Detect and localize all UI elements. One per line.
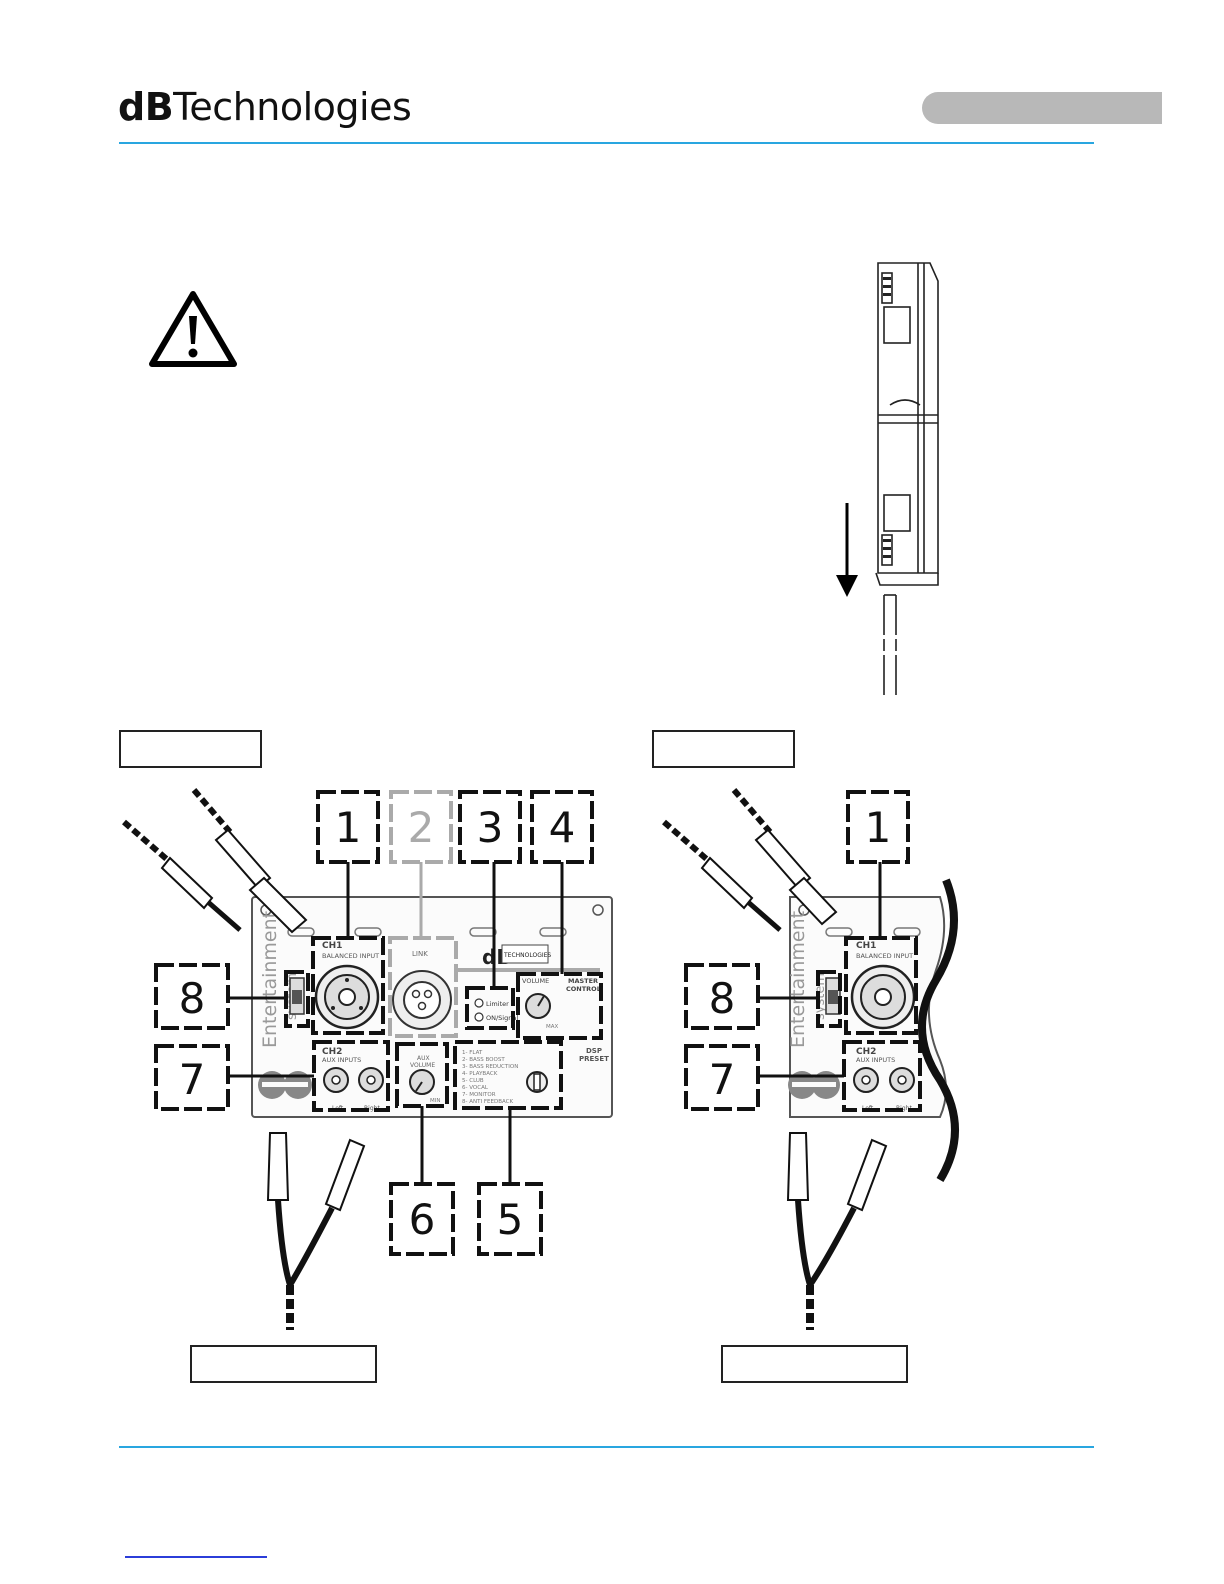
callout-box-2 (389, 790, 453, 864)
preset-8: 8- ANTI FEEDBACK (462, 1099, 513, 1105)
jack-plug-cable-icon (122, 819, 242, 932)
aux-right-rca-jack[interactable] (889, 1067, 915, 1093)
logo-brand: dB (118, 85, 174, 129)
jack-plug-cable-icon (662, 819, 782, 932)
callout-number-1: 1 (865, 803, 892, 852)
panel-a-cable-label-box (190, 1345, 377, 1383)
volume-label: VOLUME (522, 977, 549, 985)
xlr-plug-cable-icon (731, 788, 838, 926)
y-rca-cable-icon (266, 1132, 366, 1330)
column-speaker-illustration (836, 262, 939, 695)
ch1-title: CH1 (856, 941, 876, 951)
preset-1: 1- FLAT (462, 1050, 483, 1056)
callout-number-8: 8 (179, 974, 206, 1023)
side-brand-text: Entertainment (259, 911, 281, 1048)
preset-3: 3- BASS REDUCTION (462, 1064, 518, 1070)
y-rca-cable-icon (786, 1132, 888, 1330)
cut-line (917, 878, 959, 1183)
panel-b-cable-label-box (721, 1345, 908, 1383)
control-label: CONTROL (566, 985, 601, 993)
footer-rule (119, 1446, 1094, 1448)
dsp-label: DSP (586, 1047, 602, 1055)
control-panel-diagram-partial: Entertainment system CH1 BALANCED INPUT … (662, 788, 959, 1330)
callout-number-6: 6 (409, 1195, 436, 1244)
callout-number-3: 3 (477, 803, 504, 852)
aux-left-rca-jack[interactable] (853, 1067, 879, 1093)
logo-word: Technologies (173, 85, 412, 129)
min-label: MIN (430, 1098, 440, 1104)
callout-number-2: 2 (408, 803, 435, 852)
callout-number-5: 5 (497, 1195, 524, 1244)
preset-label: PRESET (579, 1055, 609, 1063)
xlr-plug-cable-icon (191, 788, 308, 934)
signal-led-icon (474, 1012, 484, 1022)
arrow-down-icon (836, 503, 858, 597)
preset-2: 2- BASS BOOST (462, 1057, 505, 1063)
header-tab-pill (922, 92, 1162, 124)
callout-number-1: 1 (335, 803, 362, 852)
aux-right-label: Right (896, 1105, 912, 1112)
ch2-title: CH2 (856, 1047, 876, 1057)
ch1-sub: BALANCED INPUT (856, 952, 913, 960)
callout-number-8: 8 (709, 974, 736, 1023)
max-label: MAX (546, 1024, 559, 1030)
aux-label: AUX (417, 1055, 430, 1062)
side-brand-text: Entertainment (787, 911, 809, 1048)
on-signal-label: ON/Signal (486, 1014, 518, 1022)
aux-volume-knob[interactable] (409, 1069, 435, 1095)
preset-7: 7- MONITOR (462, 1092, 496, 1098)
callout-box-1 (846, 790, 910, 864)
ch1-combo-jack[interactable] (314, 964, 380, 1030)
footer-link-underline[interactable] (125, 1556, 267, 1558)
warning-triangle-icon (149, 291, 237, 367)
es-logo-icon (258, 1071, 312, 1099)
ch2-sub: AUX INPUTS (856, 1056, 895, 1064)
control-panel-diagram-full: Entertainment system CH1 BALANCED INPUT … (122, 788, 613, 1330)
ch1-combo-jack[interactable] (850, 964, 916, 1030)
limiter-led-icon (474, 998, 484, 1008)
callout-number-7: 7 (179, 1055, 206, 1104)
callout-box-1 (316, 790, 380, 864)
dsp-preset-rotary[interactable] (526, 1071, 548, 1093)
panel-brand-sub: TECHNOLOGIES (503, 952, 551, 959)
master-volume-knob[interactable] (525, 993, 551, 1019)
callout-number-4: 4 (549, 803, 576, 852)
ch2-sub: AUX INPUTS (322, 1056, 361, 1064)
aux-volume-label: VOLUME (410, 1062, 435, 1069)
ch1-sub: BALANCED INPUT (322, 952, 379, 960)
limiter-label: Limiter (486, 1000, 509, 1008)
preset-4: 4- PLAYBACK (462, 1071, 498, 1077)
callout-number-7: 7 (709, 1055, 736, 1104)
preset-5: 5- CLUB (462, 1078, 484, 1084)
panel-a-label-box (119, 730, 262, 768)
master-label: MASTER (568, 977, 598, 985)
aux-right-rca-jack[interactable] (358, 1067, 384, 1093)
ch2-title: CH2 (322, 1047, 342, 1057)
link-xlr-jack[interactable] (392, 970, 452, 1030)
callout-box-4 (530, 790, 594, 864)
aux-right-label: Right (364, 1105, 380, 1112)
es-logo-icon (788, 1071, 840, 1099)
header-rule (119, 142, 1094, 144)
panel-b-label-box (652, 730, 795, 768)
ch1-title: CH1 (322, 941, 342, 951)
aux-left-rca-jack[interactable] (323, 1067, 349, 1093)
preset-6: 6- VOCAL (462, 1085, 489, 1091)
link-label: LINK (412, 950, 428, 958)
callout-box-3 (458, 790, 522, 864)
brand-logo: dBTechnologies (118, 85, 412, 129)
